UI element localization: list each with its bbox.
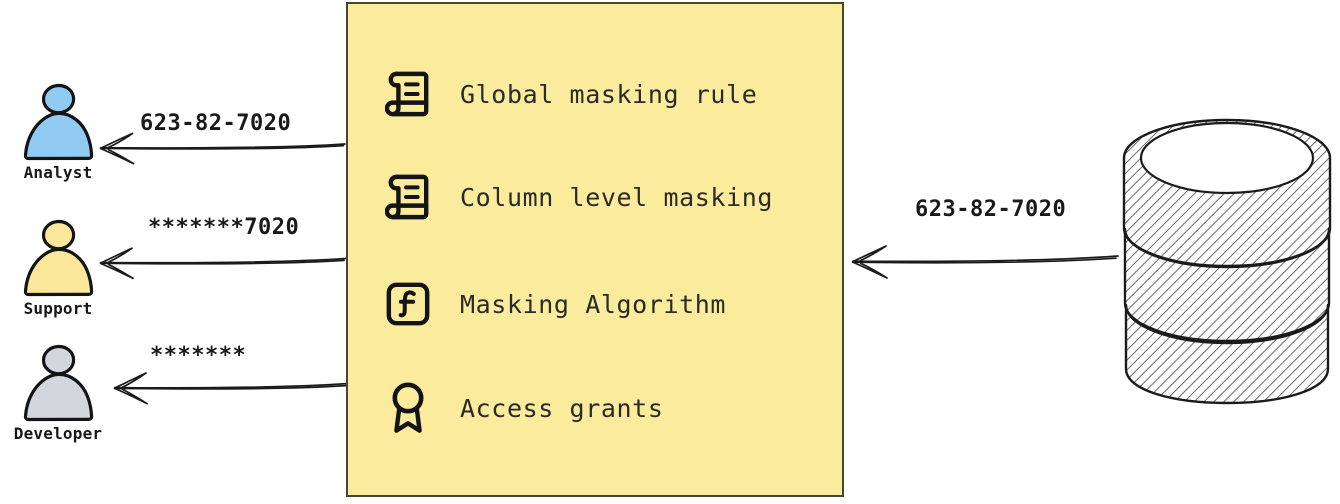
person-icon	[23, 83, 94, 161]
database[interactable]	[1116, 113, 1338, 409]
masking-row-label: Masking Algorithm	[460, 289, 727, 319]
masking-panel: Global masking rule Column level masking	[346, 2, 844, 497]
function-icon	[382, 276, 434, 332]
actor-support[interactable]: Support	[3, 216, 113, 318]
person-icon	[23, 344, 94, 422]
actor-analyst[interactable]: Analyst	[3, 80, 113, 182]
actor-label: Developer	[13, 424, 103, 443]
award-icon	[382, 380, 434, 436]
masking-row-label: Column level masking	[460, 182, 774, 212]
scroll-icon	[382, 169, 434, 225]
arrow-label-analyst: 623-82-7020	[140, 111, 292, 136]
masking-row-label: Global masking rule	[460, 79, 758, 109]
arrow-label-developer: *******	[150, 343, 247, 368]
database-cylinder-icon	[1122, 118, 1332, 405]
masking-row-label: Access grants	[460, 393, 664, 423]
arrow-label-database: 623-82-7020	[915, 197, 1067, 222]
masking-row-global-rule[interactable]: Global masking rule	[382, 66, 757, 122]
masking-row-column-level[interactable]: Column level masking	[382, 169, 773, 225]
actor-label: Support	[23, 299, 93, 318]
person-icon	[23, 219, 94, 297]
masking-row-algorithm[interactable]: Masking Algorithm	[382, 276, 726, 332]
arrow-label-support: *******7020	[148, 215, 300, 240]
masking-row-access-grants[interactable]: Access grants	[382, 380, 663, 436]
arrow-to-analyst	[99, 132, 346, 165]
arrow-to-developer	[113, 372, 349, 405]
scroll-icon	[382, 66, 434, 122]
actor-label: Analyst	[23, 163, 93, 182]
actor-developer[interactable]: Developer	[3, 341, 113, 443]
arrow-database-to-panel	[851, 245, 1119, 279]
arrow-to-support	[99, 247, 347, 280]
